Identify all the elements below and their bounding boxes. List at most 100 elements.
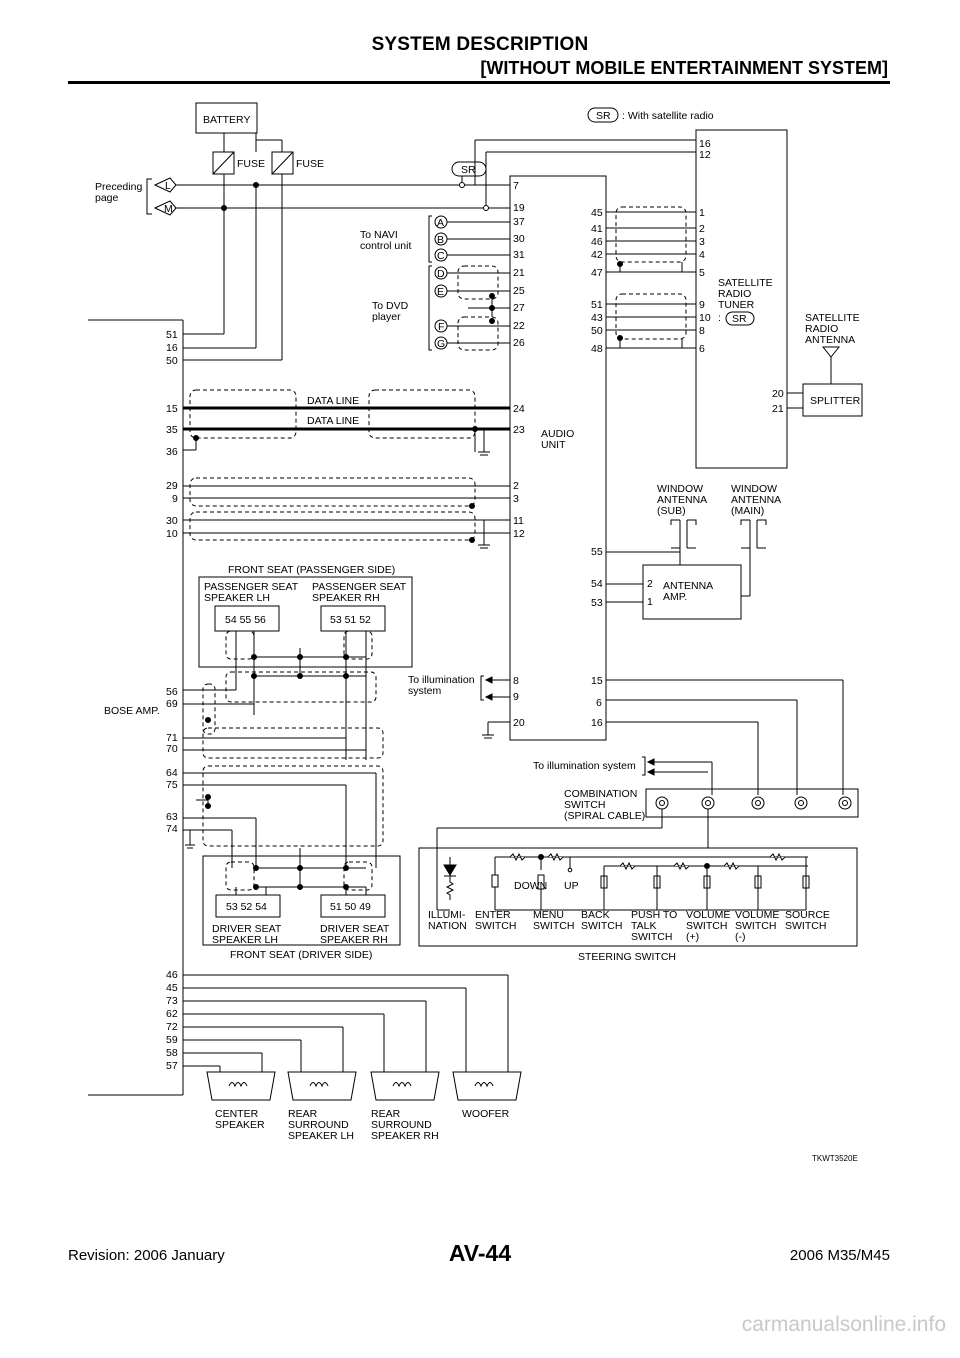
svg-text:9: 9 (513, 691, 519, 703)
combination-switch-labels: To illumination system COMBINATION SWITC… (533, 760, 645, 822)
svg-text:20: 20 (513, 717, 525, 729)
svg-text:24: 24 (513, 403, 525, 415)
splitter-box (802, 383, 863, 417)
svg-text:12: 12 (699, 149, 711, 161)
svg-text:63: 63 (166, 811, 178, 823)
svg-text:16: 16 (166, 342, 178, 354)
svg-text:10: 10 (699, 312, 711, 324)
woofer-icon (452, 1071, 522, 1101)
svg-text:SWITCH: SWITCH (581, 920, 622, 932)
footer-model: 2006 M35/M45 (789, 1247, 890, 1264)
sr-tag-label: SR (461, 164, 476, 176)
svg-text:(+): (+) (686, 931, 699, 943)
svg-text:1: 1 (647, 596, 653, 608)
navi-dvd-circles: A B C D E F G To NAVI control unit To DV… (360, 215, 448, 350)
battery-box (195, 102, 258, 134)
passenger-lh-pins: 54 55 56 (225, 614, 266, 626)
svg-text:58: 58 (166, 1047, 178, 1059)
svg-text:SURROUND: SURROUND (371, 1119, 432, 1131)
svg-text:51: 51 (591, 299, 603, 311)
svg-text:27: 27 (513, 302, 525, 314)
svg-text:64: 64 (166, 767, 178, 779)
svg-text:DRIVER SEAT: DRIVER SEAT (320, 923, 390, 935)
svg-text:2: 2 (513, 480, 519, 492)
svg-text:SWITCH: SWITCH (785, 920, 826, 932)
fuse-label-2: FUSE (296, 158, 324, 170)
svg-text:TALK: TALK (631, 920, 656, 932)
svg-text:SPEAKER: SPEAKER (215, 1119, 265, 1131)
svg-text:8: 8 (699, 325, 705, 337)
svg-text:41: 41 (591, 223, 603, 235)
svg-text:22: 22 (513, 320, 525, 332)
passenger-seat-box (198, 576, 413, 668)
svg-text:8: 8 (513, 675, 519, 687)
svg-text:37: 37 (513, 216, 525, 228)
svg-text:42: 42 (591, 249, 603, 261)
preceding-page-line1: Preceding (95, 181, 142, 193)
svg-text:3: 3 (699, 236, 705, 248)
circle-A: A (437, 217, 444, 229)
connector-M-label: M (164, 203, 173, 215)
svg-text:48: 48 (591, 343, 603, 355)
svg-text:SWITCH: SWITCH (564, 799, 605, 811)
antenna-amp-labels: ANTENNA AMP. 2 1 (647, 578, 713, 608)
satellite-tuner (695, 129, 788, 469)
svg-text:ANTENNA: ANTENNA (657, 494, 707, 506)
antenna-amp-box (642, 564, 742, 620)
driver-labels: DRIVER SEAT SPEAKER LH DRIVER SEAT SPEAK… (212, 923, 390, 946)
sr-legend: : With satellite radio (622, 110, 714, 122)
svg-text:WINDOW: WINDOW (731, 483, 777, 495)
sr-legend-tag: SR (596, 110, 611, 122)
svg-text:62: 62 (166, 1008, 178, 1020)
svg-text:(SUB): (SUB) (657, 505, 686, 517)
driver-rh-speaker (320, 894, 386, 918)
svg-text:NATION: NATION (428, 920, 467, 932)
svg-text:12: 12 (513, 528, 525, 540)
svg-text:23: 23 (513, 424, 525, 436)
svg-text:15: 15 (166, 403, 178, 415)
svg-text:1: 1 (699, 207, 705, 219)
svg-text:55: 55 (591, 546, 603, 558)
to-navi-line2: control unit (360, 240, 411, 252)
audio-right-pins: 45 41 46 42 47 51 43 50 48 55 54 53 15 6… (591, 207, 603, 729)
battery-label: BATTERY (203, 114, 250, 126)
svg-text:7: 7 (513, 180, 519, 192)
svg-text:26: 26 (513, 337, 525, 349)
circle-F: F (438, 321, 444, 333)
svg-text:SPEAKER RH: SPEAKER RH (312, 592, 380, 604)
svg-text:VOLUME: VOLUME (735, 909, 779, 921)
passenger-wiring (183, 630, 384, 760)
circle-B: B (437, 234, 444, 246)
svg-text:PASSENGER SEAT: PASSENGER SEAT (312, 581, 407, 593)
bose-pins: 51 16 50 15 35 36 29 9 30 10 56 69 71 70… (166, 329, 178, 1072)
svg-text:SATELLITE: SATELLITE (805, 312, 860, 324)
svg-text:WOOFER: WOOFER (462, 1108, 510, 1120)
switch-labels: DOWN UP ILLUMI- NATION ENTER SWITCH MENU… (428, 880, 830, 943)
svg-text:29: 29 (166, 480, 178, 492)
rear-rh-speaker-icon (370, 1071, 440, 1101)
svg-text:45: 45 (166, 982, 178, 994)
svg-text:ILLUMI-: ILLUMI- (428, 909, 466, 921)
svg-text:53: 53 (591, 597, 603, 609)
svg-text:20: 20 (772, 388, 784, 400)
preceding-page-line2: page (95, 192, 119, 204)
spiral-cable-connectors (655, 796, 852, 810)
circle-D: D (437, 268, 445, 280)
to-navi-line1: To NAVI (360, 229, 398, 241)
svg-text:ANTENNA: ANTENNA (663, 580, 713, 592)
svg-text:50: 50 (166, 355, 178, 367)
svg-text:SWITCH: SWITCH (631, 931, 672, 943)
svg-text:SURROUND: SURROUND (288, 1119, 349, 1131)
svg-text:AMP.: AMP. (663, 591, 687, 603)
svg-text:9: 9 (172, 493, 178, 505)
input-wires (183, 477, 510, 549)
up-label: UP (564, 880, 579, 892)
svg-text:SPEAKER RH: SPEAKER RH (371, 1130, 439, 1142)
svg-text:74: 74 (166, 823, 178, 835)
svg-text:46: 46 (591, 236, 603, 248)
combination-switch (645, 788, 859, 818)
svg-text:75: 75 (166, 779, 178, 791)
svg-text:DRIVER SEAT: DRIVER SEAT (212, 923, 282, 935)
steering-internal (436, 848, 810, 911)
svg-text:70: 70 (166, 743, 178, 755)
